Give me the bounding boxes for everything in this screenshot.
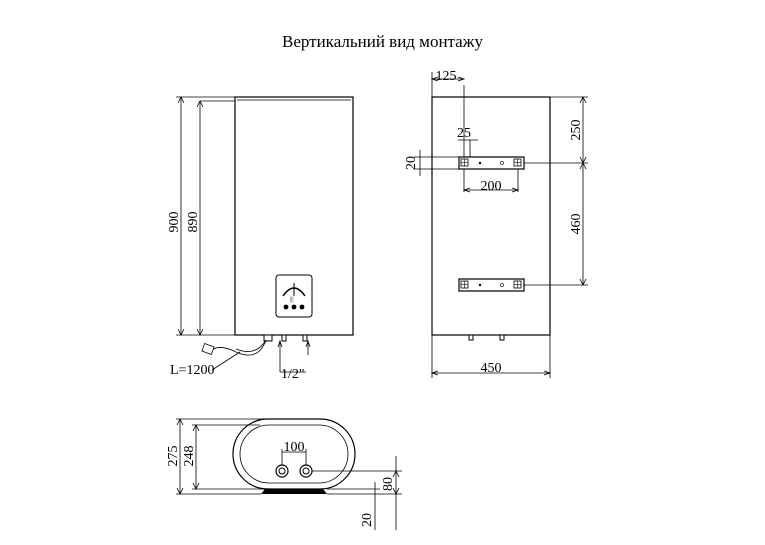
front-view: ||| 900 890 L=1200 1/2" bbox=[167, 96, 354, 382]
heater-rear-body bbox=[431, 96, 551, 336]
rear-view: 125 25 20 200 bbox=[404, 69, 588, 378]
inlet-pipe bbox=[275, 464, 289, 478]
pipe-thread-label: 1/2" bbox=[281, 367, 305, 382]
dimension-pipe-spacing: 100 bbox=[284, 440, 305, 455]
cable-length-label: L=1200 bbox=[170, 363, 214, 378]
dimension-depth-inner: 248 bbox=[182, 446, 197, 467]
top-view: 100 275 248 80 20 bbox=[166, 418, 402, 530]
outlet-pipe bbox=[299, 464, 313, 478]
dimension-height-outer: 900 bbox=[167, 212, 182, 233]
dimension-bracket-offset: 125 bbox=[436, 69, 457, 84]
drawing-title: Вертикальний вид монтажу bbox=[282, 32, 483, 51]
upper-bracket bbox=[458, 156, 525, 170]
control-panel: ||| bbox=[275, 274, 313, 318]
dimension-bracket-span: 200 bbox=[481, 179, 502, 194]
power-cable bbox=[211, 339, 267, 356]
svg-text:|||: ||| bbox=[290, 297, 294, 303]
lower-bracket bbox=[458, 278, 525, 292]
dimension-height-inner: 890 bbox=[186, 212, 201, 233]
dimension-depth-outer: 275 bbox=[166, 446, 181, 467]
dimension-bracket-width: 25 bbox=[457, 126, 471, 141]
dimension-top-to-bracket: 250 bbox=[569, 120, 584, 141]
dimension-foot-height: 20 bbox=[360, 513, 375, 527]
plug-icon bbox=[201, 343, 215, 355]
dimension-pipe-height: 80 bbox=[381, 477, 396, 491]
dimension-bracket-height: 20 bbox=[404, 156, 419, 170]
dimension-bracket-distance: 460 bbox=[569, 214, 584, 235]
dimension-total-width: 450 bbox=[481, 361, 502, 376]
mount-foot bbox=[261, 489, 327, 494]
